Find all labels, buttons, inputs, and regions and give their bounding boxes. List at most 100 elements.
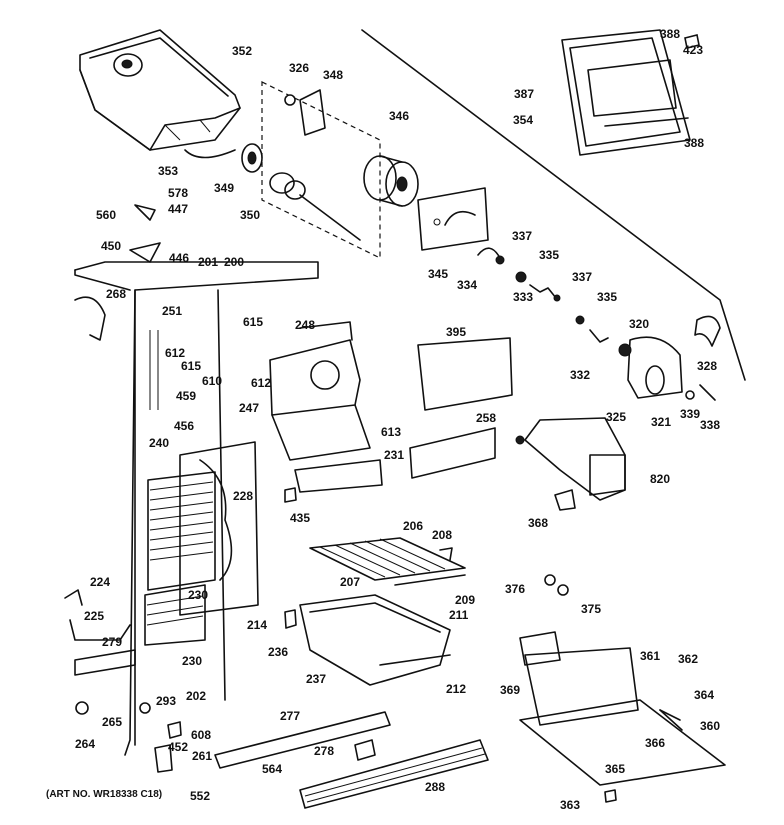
part-label: 325 — [606, 410, 627, 424]
part-label: 608 — [191, 728, 212, 742]
art-number: (ART NO. WR18338 C18) — [46, 789, 163, 800]
part-label: 459 — [176, 389, 197, 403]
part-label: 337 — [512, 229, 533, 243]
part-label: 452 — [168, 740, 189, 754]
bin-211 — [299, 594, 451, 686]
part-label: 423 — [683, 43, 704, 57]
part-label: 231 — [384, 448, 405, 462]
part-label: 615 — [243, 315, 264, 329]
part-label: 456 — [174, 419, 195, 433]
shelf-206 — [309, 537, 466, 586]
part-label: 237 — [306, 672, 327, 686]
icemaker-820 — [515, 417, 626, 511]
part-label: 338 — [700, 418, 721, 432]
part-label: 365 — [605, 762, 626, 776]
part-label: 578 — [168, 186, 189, 200]
part-label: 288 — [425, 780, 446, 794]
cabinet-frame — [74, 261, 319, 756]
part-label: 362 — [678, 652, 699, 666]
part-label: 326 — [289, 61, 310, 75]
part-label: 236 — [268, 645, 289, 659]
part-label: 348 — [323, 68, 344, 82]
part-label: 552 — [190, 789, 211, 803]
part-label: 328 — [697, 359, 718, 373]
part-label: 352 — [232, 44, 253, 58]
part-label: 279 — [102, 635, 123, 649]
part-label: 395 — [446, 325, 467, 339]
part-label: 247 — [239, 401, 260, 415]
part-label: 353 — [158, 164, 179, 178]
part-label: 446 — [169, 251, 190, 265]
part-label: 211 — [449, 608, 469, 622]
auger-parts-349-350 — [241, 81, 381, 259]
part-label: 201 — [198, 255, 219, 269]
fan-shroud-247 — [269, 321, 383, 493]
part-label: 200 — [224, 255, 245, 269]
part-label: 612 — [165, 346, 186, 360]
part-label: 268 — [106, 287, 127, 301]
part-label: 214 — [247, 618, 268, 632]
part-label: 376 — [505, 582, 526, 596]
part-label: 230 — [182, 654, 203, 668]
part-label: 321 — [651, 415, 672, 429]
part-label: 258 — [476, 411, 497, 425]
part-label: 264 — [75, 737, 96, 751]
part-label: 613 — [381, 425, 402, 439]
part-label: 337 — [572, 270, 593, 284]
part-label: 209 — [455, 593, 476, 607]
part-label: 564 — [262, 762, 283, 776]
part-label: 560 — [96, 208, 117, 222]
part-label: 212 — [446, 682, 467, 696]
part-label: 447 — [168, 202, 189, 216]
part-label: 610 — [202, 374, 223, 388]
part-label: 369 — [500, 683, 521, 697]
part-label: 339 — [680, 407, 701, 421]
part-label: 349 — [214, 181, 235, 195]
part-label: 375 — [581, 602, 602, 616]
dispenser-cover-387 — [561, 29, 700, 156]
part-label: 228 — [233, 489, 254, 503]
part-label: 333 — [513, 290, 534, 304]
drum-346 — [363, 155, 419, 207]
part-label: 335 — [597, 290, 618, 304]
part-label: 224 — [90, 575, 111, 589]
part-label: 240 — [149, 436, 170, 450]
part-label: 261 — [192, 749, 213, 763]
part-label: 207 — [340, 575, 361, 589]
evaporator-228 — [144, 441, 259, 646]
part-label: 388 — [660, 27, 681, 41]
part-label: 387 — [514, 87, 535, 101]
part-label: 278 — [314, 744, 335, 758]
part-label: 230 — [188, 588, 209, 602]
part-label: 366 — [645, 736, 666, 750]
part-label: 293 — [156, 694, 177, 708]
part-label: 368 — [528, 516, 549, 530]
part-label: 332 — [570, 368, 591, 382]
part-label: 612 — [251, 376, 272, 390]
part-label: 277 — [280, 709, 301, 723]
part-label: 202 — [186, 689, 207, 703]
part-label: 206 — [403, 519, 424, 533]
part-label: 265 — [102, 715, 123, 729]
part-label: 346 — [389, 109, 410, 123]
part-label: 320 — [629, 317, 650, 331]
part-label: 450 — [101, 239, 122, 253]
part-label: 361 — [640, 649, 661, 663]
ice-bucket-352 — [79, 29, 241, 159]
part-label: 354 — [513, 113, 534, 127]
motor-325 — [618, 315, 721, 401]
part-label: 335 — [539, 248, 560, 262]
part-label: 248 — [295, 318, 316, 332]
part-label: 208 — [432, 528, 453, 542]
part-label: 345 — [428, 267, 449, 281]
part-label: 820 — [650, 472, 671, 486]
part-label: 363 — [560, 798, 581, 812]
part-label: 251 — [162, 304, 183, 318]
part-label: 350 — [240, 208, 261, 222]
part-label: 360 — [700, 719, 721, 733]
tray-360 — [519, 631, 726, 786]
part-label: 615 — [181, 359, 202, 373]
part-label: 334 — [457, 278, 478, 292]
